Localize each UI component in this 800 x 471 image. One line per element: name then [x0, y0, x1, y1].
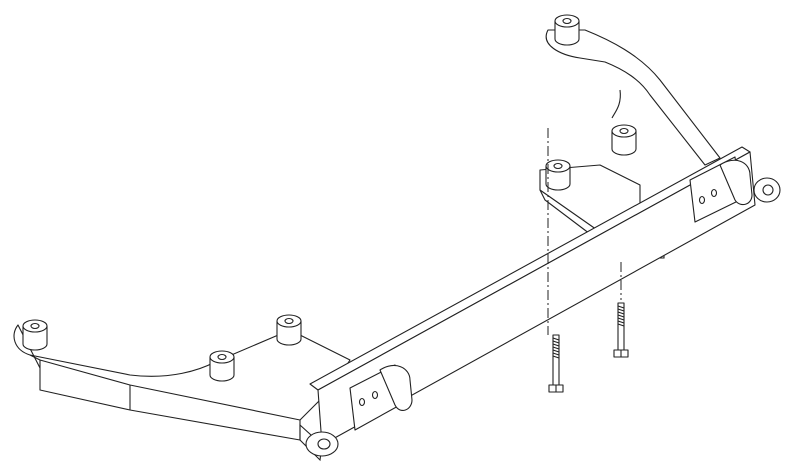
bushing — [611, 124, 637, 156]
left-hinge-plate — [349, 364, 413, 431]
bolt — [613, 302, 629, 358]
bushing — [554, 14, 580, 46]
crossbar — [299, 146, 781, 462]
bushing — [22, 319, 48, 351]
bushing — [545, 159, 571, 191]
left-mount-bracket — [13, 324, 351, 441]
bushing — [276, 314, 302, 346]
bolt — [548, 334, 564, 393]
right-hinge-plate — [689, 156, 753, 223]
center-lines — [547, 128, 622, 335]
bushing — [209, 350, 235, 382]
